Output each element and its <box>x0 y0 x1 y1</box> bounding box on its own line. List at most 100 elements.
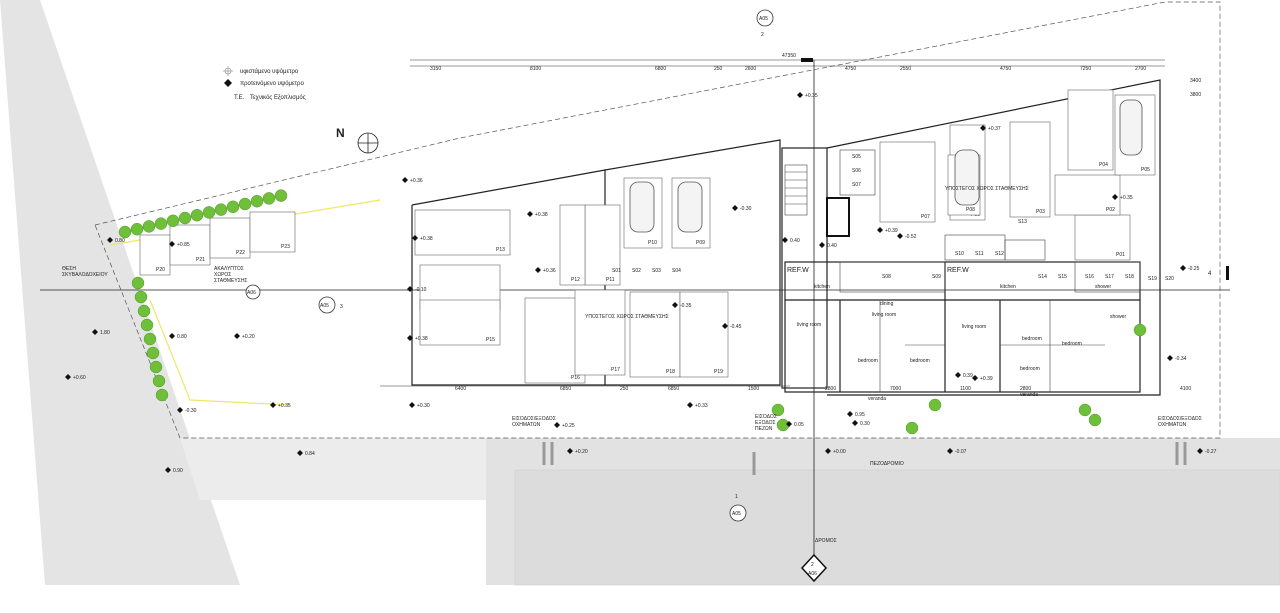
building-outline-3 <box>826 79 1161 396</box>
level-marker: +0.37 <box>980 125 1001 132</box>
level-value: -0.45 <box>730 324 742 330</box>
storage-room-label: S15 <box>1058 274 1067 280</box>
main-road-inner <box>514 469 1280 586</box>
level-marker-icon <box>819 242 825 248</box>
parking-bay-label: P15 <box>486 337 495 343</box>
level-marker-icon <box>732 205 738 211</box>
storage-room-label: S07 <box>852 182 861 188</box>
parking-bay-label: P03 <box>1036 209 1045 215</box>
level-marker: +0.39 <box>877 227 898 234</box>
level-marker-icon <box>165 467 171 473</box>
level-marker: +0.85 <box>169 241 190 248</box>
level-marker-icon <box>852 420 858 426</box>
north-label: N <box>336 126 345 140</box>
level-value: -0.30 <box>740 206 752 212</box>
parking-bay-label: P21 <box>196 257 205 263</box>
level-marker: +0.38 <box>527 211 548 218</box>
level-marker: +0.38 <box>407 335 428 342</box>
storage-room-label: S05 <box>852 154 861 160</box>
tree-icon <box>274 189 288 202</box>
tree-icon <box>905 421 919 435</box>
level-marker-icon <box>972 375 978 381</box>
tree-icon <box>140 318 154 332</box>
tree-icon <box>149 360 163 374</box>
parking-bay-label: P19 <box>714 369 723 375</box>
room-label: bedroom <box>1062 341 1082 347</box>
tree-icon <box>146 346 160 360</box>
elevator-shaft <box>826 197 850 237</box>
parking-bay-label: P10 <box>648 240 657 246</box>
level-marker-icon <box>722 323 728 329</box>
svg-text:4: 4 <box>1208 271 1212 277</box>
level-marker: +0.33 <box>687 402 708 409</box>
level-marker-icon <box>797 92 803 98</box>
svg-text:A05: A05 <box>732 511 741 517</box>
dimension-label: 1100 <box>960 386 971 392</box>
level-value: 0.80 <box>177 334 187 340</box>
level-value: +0.33 <box>695 403 708 409</box>
level-marker-icon <box>672 302 678 308</box>
level-marker-icon <box>270 402 276 408</box>
level-value: -0.10 <box>415 287 427 293</box>
parking-bay-label: P11 <box>606 277 615 283</box>
parking-bay-label: P09 <box>696 240 705 246</box>
tree-icon <box>154 217 168 230</box>
level-value: -0.25 <box>1188 266 1200 272</box>
room-label: kitchen <box>814 284 830 290</box>
tree-icon <box>142 220 156 233</box>
level-value: +0.35 <box>1120 195 1133 201</box>
dimension-label: 6850 <box>668 386 679 392</box>
room-label: living room <box>872 312 896 318</box>
svg-text:1: 1 <box>735 494 738 500</box>
level-marker: -0.10 <box>407 286 427 293</box>
level-marker: +0.35 <box>797 92 818 99</box>
label-ref-w-2: REF.W <box>947 267 969 274</box>
dimension-label: 7250 <box>1080 66 1091 72</box>
plot-boundary <box>94 1 1221 439</box>
parking-bays-group: P01P02P03P04P05P06P07P08P09P10P11P12P13P… <box>139 89 1156 384</box>
level-marker-icon <box>169 333 175 339</box>
room-label: dining <box>880 301 894 307</box>
label-covered-parking-1: ΥΠΟΣΤΕΓΟΣ ΧΩΡΟΣ ΣΤΑΘΜΕΥΣΗΣ <box>585 314 669 320</box>
svg-text:A06: A06 <box>247 290 256 296</box>
level-marker-icon <box>687 402 693 408</box>
parking-bay <box>879 141 936 223</box>
room-label: veranda <box>1020 392 1038 398</box>
level-marker: 0.84 <box>297 450 315 457</box>
level-marker-icon <box>825 448 831 454</box>
tree-icon <box>202 206 216 219</box>
tree-icon <box>152 374 166 388</box>
level-marker: 1.80 <box>92 329 110 336</box>
dimension-label: 6850 <box>560 386 571 392</box>
svg-text:A05: A05 <box>759 16 768 22</box>
parking-bay-label: P23 <box>281 244 290 250</box>
label-sidewalk: ΠΕΖΟΔΡΟΜΙΟ <box>870 461 904 467</box>
level-marker-icon <box>169 241 175 247</box>
level-marker-icon <box>409 402 415 408</box>
car <box>677 181 703 233</box>
svg-text:υφιστάμενο υψόμετρο: υφιστάμενο υψόμετρο <box>240 68 299 75</box>
level-value: 1.80 <box>100 330 110 336</box>
level-marker: 0.05 <box>786 421 804 428</box>
tree-icon <box>1078 403 1092 417</box>
level-marker-icon <box>847 411 853 417</box>
level-marker: -0.30 <box>732 205 752 212</box>
greenery <box>118 189 1147 435</box>
parking-bay-label: P08 <box>966 207 975 213</box>
tree-icon <box>166 214 180 228</box>
level-value: 0.05 <box>794 422 804 428</box>
level-value: -0.27 <box>1205 449 1217 455</box>
room-label: bedroom <box>1020 366 1040 372</box>
legend-item-existing-level: υφιστάμενο υψόμετρο <box>223 66 299 76</box>
level-marker-icon <box>527 211 533 217</box>
dimension-label: 2600 <box>745 66 756 72</box>
level-marker-icon <box>224 79 232 87</box>
level-marker-icon <box>1167 355 1173 361</box>
parking-bay-label: P13 <box>496 247 505 253</box>
level-marker-icon <box>407 286 413 292</box>
parking-bay <box>559 204 586 286</box>
storage-room-label: S16 <box>1085 274 1094 280</box>
storage-room-label: S19 <box>1148 276 1157 282</box>
